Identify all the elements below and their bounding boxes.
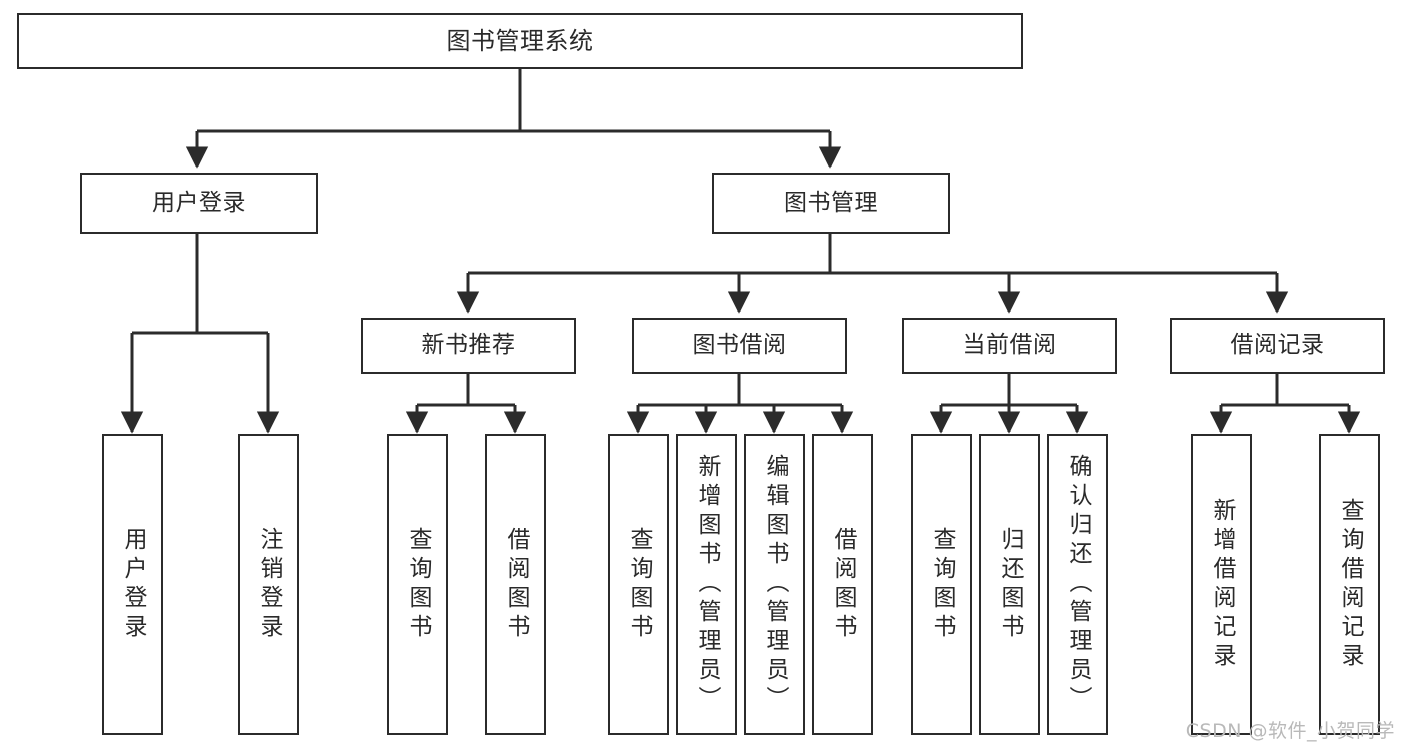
node-leaf-user-login[interactable]: 用户登录 bbox=[102, 434, 163, 735]
node-leaf-user-login-label: 用户登录 bbox=[120, 526, 146, 643]
node-current-borrow[interactable]: 当前借阅 bbox=[902, 318, 1117, 374]
node-leaf-add-record[interactable]: 新增借阅记录 bbox=[1191, 434, 1252, 735]
node-borrow-record-label: 借阅记录 bbox=[1230, 332, 1325, 359]
node-leaf-query-book-1-label: 查询图书 bbox=[405, 526, 431, 643]
node-leaf-add-book[interactable]: 新增图书（管理员） bbox=[676, 434, 737, 735]
node-leaf-borrow-book-1[interactable]: 借阅图书 bbox=[485, 434, 546, 735]
node-book-borrow-label: 图书借阅 bbox=[692, 332, 787, 359]
node-leaf-add-record-label: 新增借阅记录 bbox=[1209, 497, 1235, 672]
node-current-borrow-label: 当前借阅 bbox=[962, 332, 1057, 359]
node-leaf-query-record[interactable]: 查询借阅记录 bbox=[1319, 434, 1380, 735]
node-root-label: 图书管理系统 bbox=[446, 26, 594, 55]
node-borrow-record[interactable]: 借阅记录 bbox=[1170, 318, 1385, 374]
node-user-login-label: 用户登录 bbox=[152, 189, 246, 216]
node-leaf-query-book-1[interactable]: 查询图书 bbox=[387, 434, 448, 735]
node-leaf-edit-book-label: 编辑图书（管理员） bbox=[762, 454, 788, 715]
node-book-manage[interactable]: 图书管理 bbox=[712, 173, 950, 234]
node-leaf-borrow-book-2-label: 借阅图书 bbox=[830, 526, 856, 643]
node-leaf-query-book-2[interactable]: 查询图书 bbox=[608, 434, 669, 735]
node-leaf-borrow-book-1-label: 借阅图书 bbox=[503, 526, 529, 643]
node-root[interactable]: 图书管理系统 bbox=[17, 13, 1023, 69]
node-book-borrow[interactable]: 图书借阅 bbox=[632, 318, 847, 374]
node-leaf-query-record-label: 查询借阅记录 bbox=[1337, 497, 1363, 672]
node-leaf-query-book-2-label: 查询图书 bbox=[626, 526, 652, 643]
node-leaf-confirm-return-label: 确认归还（管理员） bbox=[1065, 454, 1091, 715]
node-leaf-borrow-book-2[interactable]: 借阅图书 bbox=[812, 434, 873, 735]
node-leaf-confirm-return[interactable]: 确认归还（管理员） bbox=[1047, 434, 1108, 735]
node-leaf-query-book-3[interactable]: 查询图书 bbox=[911, 434, 972, 735]
node-new-book-recommend-label: 新书推荐 bbox=[421, 332, 516, 359]
node-leaf-return-book-label: 归还图书 bbox=[997, 526, 1023, 643]
node-leaf-return-book[interactable]: 归还图书 bbox=[979, 434, 1040, 735]
node-leaf-edit-book[interactable]: 编辑图书（管理员） bbox=[744, 434, 805, 735]
node-leaf-query-book-3-label: 查询图书 bbox=[929, 526, 955, 643]
node-leaf-add-book-label: 新增图书（管理员） bbox=[694, 454, 720, 715]
node-leaf-logout-login[interactable]: 注销登录 bbox=[238, 434, 299, 735]
node-user-login[interactable]: 用户登录 bbox=[80, 173, 318, 234]
node-leaf-logout-login-label: 注销登录 bbox=[256, 526, 282, 643]
node-new-book-recommend[interactable]: 新书推荐 bbox=[361, 318, 576, 374]
node-book-manage-label: 图书管理 bbox=[784, 189, 878, 216]
